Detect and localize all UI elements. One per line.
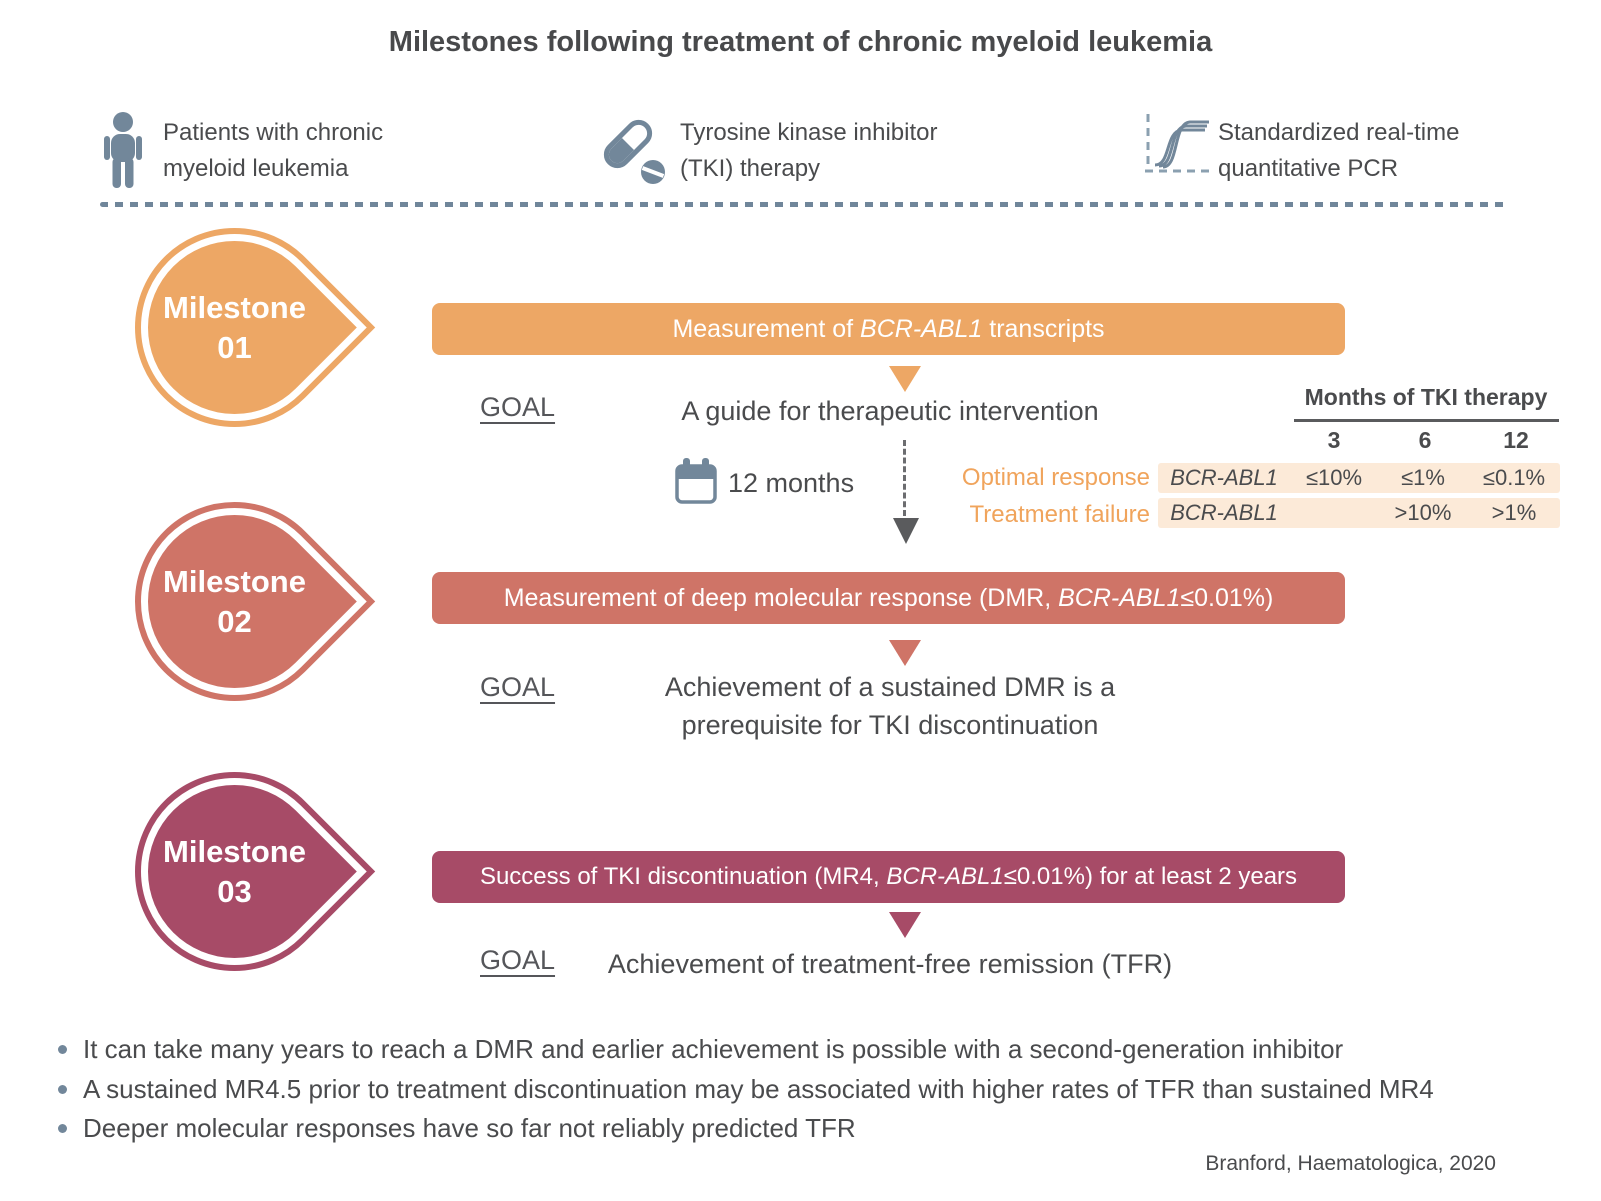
legend-line: (TKI) therapy [680, 155, 821, 182]
goal-text-3: Achievement of treatment-free remission … [590, 945, 1190, 983]
gene-name: BCR-ABL1 [886, 863, 1004, 890]
goal-text-2: Achievement of a sustained DMR is a prer… [600, 668, 1180, 744]
optimal-response-label: Optimal response [961, 464, 1150, 491]
milestone-1-bar: Measurement of BCR-ABL1 transcripts [432, 303, 1345, 355]
note-text: Deeper molecular responses have so far n… [83, 1113, 856, 1143]
milestone-word: Milestone [163, 833, 306, 869]
table-row-failure: BCR-ABL1 >10% >1% [1158, 498, 1560, 528]
table-title-underline [1294, 419, 1559, 422]
calendar-icon [675, 458, 717, 504]
bar-text: Success of TKI discontinuation (MR4, [479, 863, 887, 890]
milestone-2-bar: Measurement of deep molecular response (… [432, 572, 1345, 624]
milestone-number: 01 [217, 329, 252, 365]
legend-label-tki: Tyrosine kinase inhibitor (TKI) therapy [680, 115, 937, 187]
dashed-arrow-head-icon [893, 518, 919, 544]
note-item: A sustained MR4.5 prior to treatment dis… [58, 1074, 1434, 1105]
citation: Branford, Haematologica, 2020 [1205, 1152, 1496, 1175]
goal-text-1: A guide for therapeutic intervention [640, 392, 1140, 430]
bullet-dot-icon [58, 1045, 67, 1054]
milestone-word: Milestone [163, 289, 306, 325]
note-item: It can take many years to reach a DMR an… [58, 1034, 1343, 1065]
legend-line: Tyrosine kinase inhibitor [680, 119, 938, 146]
bar-text: transcripts [982, 314, 1105, 343]
legend-label-pcr: Standardized real-time quantitative PCR [1218, 115, 1459, 187]
bar-text: ≤0.01%) for at least 2 years [1003, 863, 1298, 890]
gene-name: BCR-ABL1 [1170, 500, 1278, 525]
bar-text: Measurement of deep molecular response (… [503, 583, 1059, 612]
table-row-optimal: BCR-ABL1 ≤10% ≤1% ≤0.1% [1158, 463, 1560, 493]
bullet-dot-icon [58, 1124, 67, 1133]
pill-icon [603, 119, 665, 184]
legend-line: Patients with chronic [163, 119, 384, 146]
dashed-divider [100, 202, 1506, 207]
milestone-2-pin: Milestone 02 [93, 460, 376, 743]
goal-line: Achievement of a sustained DMR is a [664, 672, 1116, 702]
twelve-months-label: 12 months [728, 468, 855, 498]
table-cell: >1% [1491, 500, 1537, 525]
note-text: A sustained MR4.5 prior to treatment dis… [83, 1074, 1434, 1104]
pcr-curve-icon [1145, 114, 1210, 173]
table-cell: ≤1% [1401, 465, 1445, 490]
legend-label-patients: Patients with chronic myeloid leukemia [163, 115, 383, 187]
milestone-number: 02 [217, 603, 252, 639]
gene-name: BCR-ABL1 [1170, 465, 1278, 490]
table-col-12: 12 [1503, 427, 1529, 453]
milestone-2-label: Milestone 02 [141, 508, 328, 695]
down-triangle-icon [889, 912, 921, 938]
bar-text: Measurement of [672, 314, 861, 343]
milestone-word: Milestone [163, 563, 306, 599]
page-title: Milestones following treatment of chroni… [388, 26, 1213, 58]
goal-line: prerequisite for TKI discontinuation [681, 710, 1099, 740]
note-item: Deeper molecular responses have so far n… [58, 1113, 856, 1144]
dashed-arrow-line [903, 440, 906, 516]
goal-label-1: GOAL [480, 392, 556, 422]
milestone-1-label: Milestone 01 [141, 234, 328, 421]
down-triangle-icon [889, 640, 921, 666]
table-title: Months of TKI therapy [1304, 384, 1548, 410]
table-col-6: 6 [1418, 427, 1432, 453]
table-cell: >10% [1394, 500, 1452, 525]
table-cell: ≤10% [1305, 465, 1363, 490]
note-text: It can take many years to reach a DMR an… [83, 1034, 1344, 1064]
goal-label-2: GOAL [480, 672, 556, 702]
gene-name: BCR-ABL1 [860, 314, 983, 343]
table-col-3: 3 [1327, 427, 1341, 453]
down-triangle-icon [889, 366, 921, 392]
milestone-number: 03 [217, 873, 252, 909]
legend-line: Standardized real-time [1218, 119, 1460, 146]
gene-name: BCR-ABL1 [1058, 583, 1181, 612]
milestone-1-pin: Milestone 01 [93, 186, 376, 469]
legend-line: quantitative PCR [1218, 155, 1399, 182]
person-icon [104, 112, 142, 188]
legend-line: myeloid leukemia [163, 155, 349, 182]
goal-label-3: GOAL [480, 945, 556, 975]
goal-line: Achievement of treatment-free remission … [607, 949, 1173, 979]
milestone-3-pin: Milestone 03 [93, 730, 376, 1013]
treatment-failure-label: Treatment failure [969, 501, 1150, 528]
milestone-3-bar: Success of TKI discontinuation (MR4, BCR… [432, 851, 1345, 903]
table-cell: ≤0.1% [1482, 465, 1546, 490]
milestone-3-label: Milestone 03 [141, 778, 328, 965]
bullet-dot-icon [58, 1085, 67, 1094]
goal-line: A guide for therapeutic intervention [681, 396, 1099, 426]
bar-text: ≤0.01%) [1180, 583, 1274, 612]
